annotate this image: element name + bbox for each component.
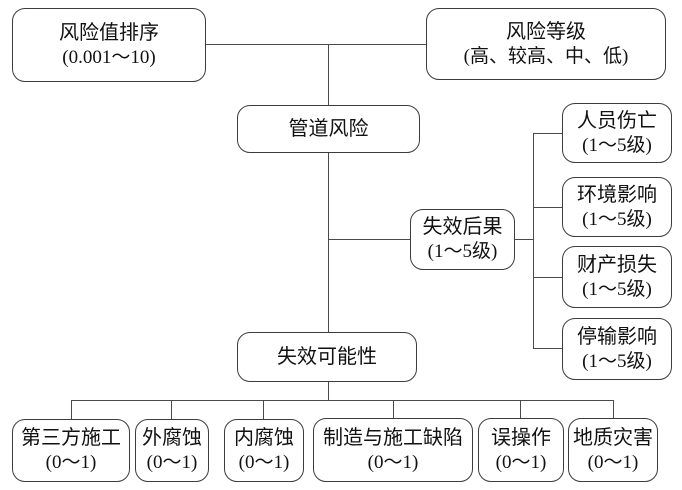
node-title: 内腐蚀 — [234, 427, 294, 450]
node-range: (0～1) — [367, 451, 419, 473]
node-range: (0～1) — [495, 451, 547, 473]
node-failure-consequence: 失效后果 (1～5级) — [410, 209, 515, 270]
node-title: 失效后果 — [422, 216, 503, 239]
node-title: 人员伤亡 — [577, 109, 657, 132]
connector-top-vertical — [328, 44, 330, 105]
node-title: 制造与施工缺陷 — [323, 426, 463, 449]
node-third-party-construction: 第三方施工 (0～1) — [12, 419, 130, 482]
connector-failure-consequence-to-bus — [515, 239, 533, 241]
node-property-loss: 财产损失 (1～5级) — [562, 246, 672, 308]
node-title: 停输影响 — [577, 325, 657, 348]
node-title: 误操作 — [491, 426, 551, 449]
connector-branch-environment — [533, 207, 562, 209]
node-title: 失效可能性 — [277, 346, 377, 368]
node-manufacturing-defects: 制造与施工缺陷 (0～1) — [313, 418, 473, 482]
connector-top-horizontal — [206, 44, 426, 46]
node-external-corrosion: 外腐蚀 (0～1) — [135, 419, 209, 482]
node-range: (1～5级) — [582, 134, 652, 156]
node-risk-level: 风险等级 (高、较高、中、低) — [426, 8, 666, 80]
node-title: 风险值排序 — [59, 21, 159, 44]
node-range: (0.001～10) — [62, 46, 156, 68]
connector-drop-manufacturing — [393, 400, 395, 418]
node-title: 财产损失 — [577, 253, 657, 276]
node-title: 外腐蚀 — [142, 427, 202, 450]
connector-to-failure-consequence — [328, 239, 410, 241]
node-failure-probability: 失效可能性 — [237, 332, 417, 382]
node-title: 风险等级 — [506, 20, 586, 43]
node-internal-corrosion: 内腐蚀 (0～1) — [224, 419, 304, 482]
connector-drop-third-party — [71, 400, 73, 419]
connector-branch-shutdown — [533, 348, 562, 350]
node-title: 第三方施工 — [21, 427, 121, 450]
node-range: (高、较高、中、低) — [463, 45, 629, 67]
node-range: (0～1) — [146, 452, 198, 474]
connector-drop-geological — [613, 400, 615, 418]
node-misoperation: 误操作 (0～1) — [478, 418, 564, 482]
node-casualty: 人员伤亡 (1～5级) — [562, 103, 672, 163]
node-range: (0～1) — [238, 452, 290, 474]
node-title: 管道风险 — [288, 118, 369, 140]
connector-bottom-bus-horizontal — [71, 400, 614, 402]
connector-branch-casualty — [533, 133, 562, 135]
node-range: (1～5级) — [427, 241, 498, 263]
connector-drop-misoperation — [520, 400, 522, 418]
node-title: 地质灾害 — [573, 426, 653, 449]
node-range: (1～5级) — [582, 278, 652, 300]
node-range: (0～1) — [587, 451, 639, 473]
node-risk-ranking: 风险值排序 (0.001～10) — [12, 8, 206, 82]
node-environmental-impact: 环境影响 (1～5级) — [562, 177, 672, 237]
node-pipeline-risk: 管道风险 — [237, 105, 420, 153]
node-range: (1～5级) — [582, 208, 652, 230]
connector-bottom-vertical — [328, 382, 330, 401]
node-range: (0～1) — [45, 452, 97, 474]
connector-right-bus-vertical — [533, 133, 535, 349]
node-geological-hazard: 地质灾害 (0～1) — [568, 418, 658, 482]
connector-branch-property — [533, 277, 562, 279]
connector-center-vertical — [328, 153, 330, 332]
node-shutdown-impact: 停输影响 (1～5级) — [562, 318, 672, 380]
connector-drop-internal-corrosion — [263, 400, 265, 419]
node-range: (1～5级) — [582, 350, 652, 372]
node-title: 环境影响 — [577, 183, 657, 206]
connector-drop-external-corrosion — [171, 400, 173, 419]
